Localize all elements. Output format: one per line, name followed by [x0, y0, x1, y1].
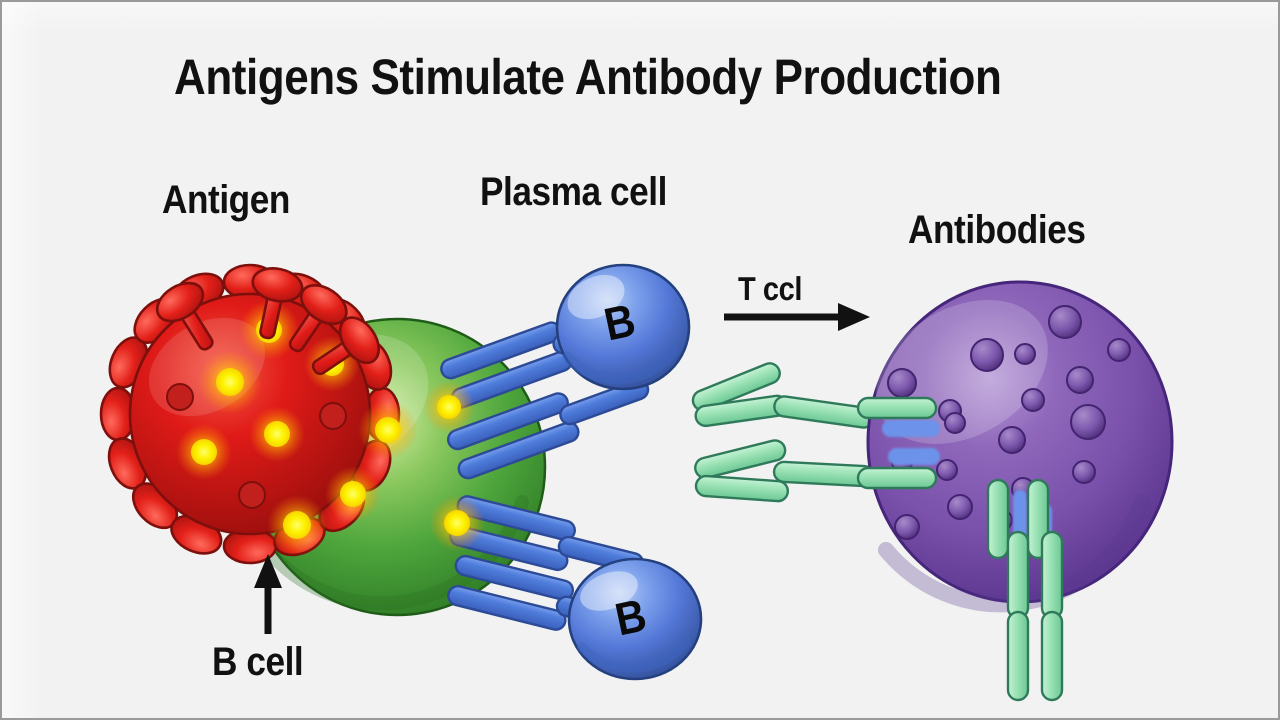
- antibody-free-lower: [694, 439, 876, 503]
- label-t-cell-arrow: T ccl: [738, 270, 802, 307]
- antibody-secreted-right: [1040, 530, 1064, 702]
- antibody-secreted-left: [986, 478, 1050, 702]
- plasma-cell-ports-left: [882, 420, 940, 465]
- t-cell-arrow: [724, 303, 870, 331]
- page-title: Antigens Stimulate Antibody Production: [174, 49, 1002, 105]
- label-b-cell: B cell: [212, 640, 304, 684]
- label-antibodies: Antibodies: [908, 208, 1086, 252]
- plasma-cell-blue-bottom: [567, 557, 703, 681]
- b-cell-pointer-arrow: [254, 554, 282, 634]
- label-antigen: Antigen: [162, 178, 290, 222]
- antigen-contact-spikes: [155, 267, 381, 376]
- antibody-free-upper: [691, 362, 875, 429]
- antibody-membrane-left: [856, 396, 938, 490]
- label-plasma-cell: Plasma cell: [480, 170, 667, 214]
- plasma-cell-blue-top: [555, 263, 691, 391]
